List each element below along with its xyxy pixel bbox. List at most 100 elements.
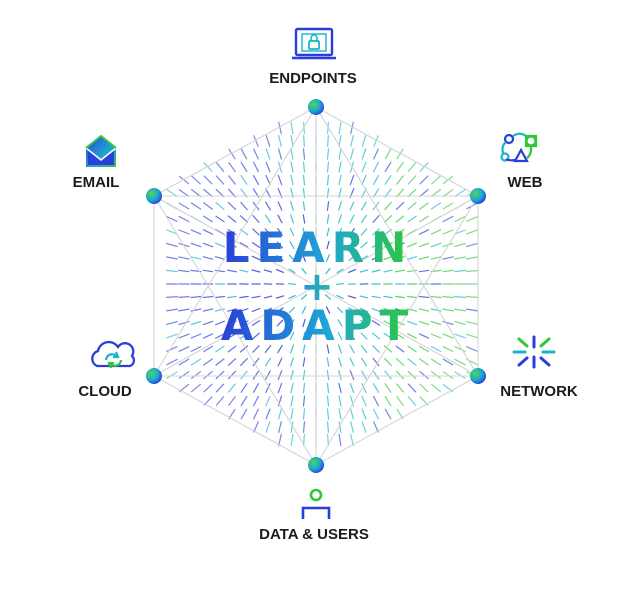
center-word-adapt: ADAPT (221, 301, 415, 350)
field-dash (278, 408, 282, 420)
field-dash (418, 333, 430, 339)
field-dash (395, 228, 405, 236)
field-dash (264, 255, 272, 261)
field-dash (178, 333, 190, 339)
field-dash (190, 333, 202, 339)
field-dash (442, 229, 454, 235)
field-dash (278, 433, 282, 447)
field-dash (419, 162, 429, 172)
field-dash (302, 240, 306, 250)
field-dash (190, 229, 202, 235)
field-dash (178, 358, 190, 366)
field-dash (264, 345, 272, 353)
node-label-endpoints: ENDPOINTS (269, 70, 357, 87)
field-dash (430, 202, 442, 210)
vertex-dot-cloud (146, 368, 162, 384)
vertex-dots (146, 99, 486, 473)
field-dash (290, 174, 294, 186)
field-dash (347, 295, 357, 299)
field-dash (202, 308, 214, 312)
field-dash (359, 295, 369, 299)
field-dash (338, 421, 342, 433)
field-dash (383, 269, 393, 273)
field-dash (384, 395, 392, 407)
field-dash (454, 242, 466, 248)
field-dash (395, 295, 405, 299)
field-dash (277, 382, 283, 394)
field-dash (278, 121, 282, 135)
field-dash (396, 383, 404, 393)
field-dash (418, 269, 430, 273)
node-label-cloud: CLOUD (78, 383, 131, 400)
field-dash (227, 269, 237, 273)
field-dash (431, 383, 441, 393)
field-dash (290, 370, 294, 380)
field-dash (289, 331, 295, 341)
field-dash (288, 306, 296, 314)
field-dash (396, 396, 404, 406)
field-dash (166, 358, 178, 366)
field-dash (302, 161, 306, 173)
field-dash (214, 295, 226, 299)
field-dash (326, 148, 330, 160)
field-dash (240, 175, 248, 185)
field-dash (338, 408, 342, 420)
field-dash (178, 269, 190, 273)
field-dash (240, 215, 248, 223)
field-dash (228, 148, 236, 160)
field-dash (454, 321, 466, 325)
field-dash (240, 358, 248, 366)
field-dash (384, 201, 392, 211)
field-dash (276, 255, 284, 261)
field-dash (407, 320, 417, 326)
field-dash (430, 256, 442, 260)
field-dash (265, 174, 271, 186)
field-dash (251, 307, 261, 313)
field-dash (227, 320, 237, 326)
field-dash (302, 174, 306, 186)
center-word-learn: LEARN (223, 223, 413, 272)
field-dash (337, 241, 343, 249)
field-dash (407, 370, 417, 380)
field-dash (395, 370, 405, 380)
field-dash (276, 319, 284, 327)
field-dash (240, 201, 248, 211)
node-label-data-users: DATA & USERS (259, 526, 369, 543)
field-dash (360, 241, 368, 249)
vertex-dot-endpoints (308, 99, 324, 115)
field-dash (419, 383, 429, 393)
field-dash (336, 283, 344, 285)
field-dash (431, 189, 441, 197)
field-dash (407, 345, 417, 353)
field-dash (360, 332, 368, 340)
node-email: EMAIL (73, 134, 119, 191)
field-dash (302, 214, 306, 224)
node-label-network: NETWORK (500, 383, 578, 400)
field-dash (407, 242, 417, 248)
field-dash (227, 308, 237, 312)
field-dash (240, 370, 248, 380)
field-dash (419, 188, 429, 198)
field-dash (373, 395, 379, 407)
field-dash (302, 382, 306, 394)
field-dash (301, 267, 307, 275)
field-dash (239, 295, 249, 299)
field-dash (215, 202, 225, 210)
field-dash (215, 188, 225, 198)
field-dash (302, 421, 306, 433)
center-text: LEARN + ADAPT (221, 223, 415, 350)
field-dash (326, 318, 330, 328)
field-dash (277, 201, 283, 211)
field-dash (203, 383, 213, 393)
field-dash (166, 229, 178, 235)
field-dash (406, 308, 418, 312)
field-dash (326, 254, 330, 262)
field-dash (190, 308, 202, 312)
field-dash (215, 345, 225, 353)
field-dash (166, 269, 178, 273)
field-dash (442, 358, 454, 366)
field-dash (278, 135, 282, 147)
field-dash (372, 228, 380, 236)
field-dash (336, 306, 344, 314)
field-dash (302, 408, 306, 420)
